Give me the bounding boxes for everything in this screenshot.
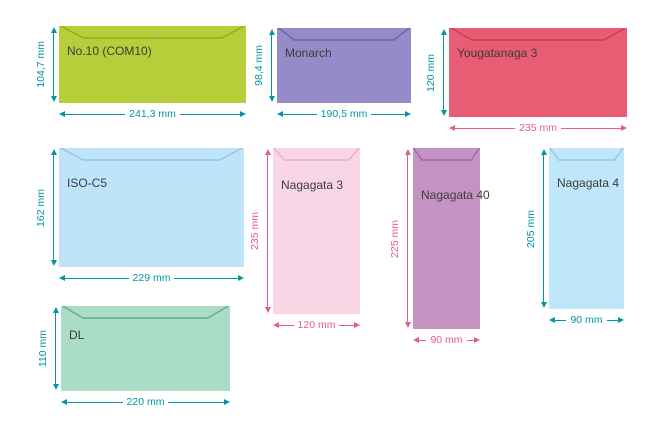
height-dimension: 120 mm — [424, 28, 449, 117]
width-dimension-label: 220 mm — [126, 396, 165, 408]
width-dimension: 190,5 mm — [277, 103, 411, 121]
envelope-isoc5-group: 162 mm ISO-C5 229 mm — [34, 148, 244, 285]
envelope-flap-icon — [59, 148, 244, 161]
right-arrowhead-icon — [618, 317, 624, 323]
vertical-arrow-icon — [402, 148, 413, 329]
envelope-shape: Nagagata 3 — [273, 148, 360, 314]
envelope-shape: Nagagata 4 — [549, 148, 624, 309]
height-dimension-label: 205 mm — [525, 209, 537, 248]
right-arrowhead-icon — [238, 275, 244, 281]
left-arrowhead-icon — [277, 111, 283, 117]
envelope-flap-icon — [61, 306, 230, 319]
height-dimension-label: 98,4 mm — [253, 45, 265, 86]
height-dimension: 235 mm — [248, 148, 273, 314]
width-dimension-label: 241,3 mm — [129, 108, 176, 120]
envelope-name: No.10 (COM10) — [67, 44, 152, 58]
vertical-arrow-icon — [266, 28, 277, 103]
width-dimension-label: 90 mm — [570, 314, 603, 326]
width-dimension: 90 mm — [413, 329, 480, 347]
envelope-nagagata3-group: 235 mm Nagagata 3 120 mm — [248, 148, 360, 332]
envelope-name: Monarch — [285, 46, 332, 60]
height-dimension-label: 235 mm — [249, 212, 261, 250]
height-dimension: 205 mm — [524, 148, 549, 309]
height-dimension: 98,4 mm — [252, 28, 277, 103]
height-dimension-label: 120 mm — [425, 53, 437, 92]
width-dimension: 220 mm — [61, 391, 230, 409]
height-dimension: 104,7 mm — [34, 26, 59, 103]
envelope-name: Nagagata 4 — [557, 176, 620, 190]
envelope-name: DL — [69, 328, 85, 342]
height-dimension: 162 mm — [34, 148, 59, 267]
envelope-name: ISO-C5 — [67, 176, 108, 190]
envelope-flap-icon — [59, 26, 246, 39]
left-arrowhead-icon — [549, 317, 555, 323]
envelope-shape: DL — [61, 306, 230, 391]
left-arrowhead-icon — [59, 111, 65, 117]
width-dimension: 241,3 mm — [59, 103, 246, 121]
left-arrowhead-icon — [413, 337, 419, 343]
width-dimension: 229 mm — [59, 267, 244, 285]
width-dimension: 235 mm — [449, 117, 627, 135]
width-dimension-label: 120 mm — [297, 319, 336, 331]
left-arrowhead-icon — [61, 399, 67, 405]
vertical-arrow-icon — [262, 148, 273, 314]
vertical-arrow-icon — [48, 148, 59, 267]
width-dimension-label: 235 mm — [519, 122, 557, 134]
envelope-flap-icon — [549, 148, 624, 161]
envelope-no10-group: 104,7 mm No.10 (COM10) 241,3 mm — [34, 26, 246, 121]
height-dimension-label: 104,7 mm — [35, 41, 47, 88]
vertical-arrow-icon — [538, 148, 549, 309]
envelope-monarch-group: 98,4 mm Monarch 190,5 mm — [252, 28, 411, 121]
vertical-arrow-icon — [438, 28, 449, 117]
vertical-arrow-icon — [48, 26, 59, 103]
right-arrowhead-icon — [224, 399, 230, 405]
left-arrowhead-icon — [449, 125, 455, 131]
envelope-shape: ISO-C5 — [59, 148, 244, 267]
right-arrowhead-icon — [354, 322, 360, 328]
envelope-name: Nagagata 40 — [421, 188, 490, 202]
right-arrowhead-icon — [621, 125, 627, 131]
vertical-arrow-icon — [50, 306, 61, 391]
envelope-nagagata40-group: 225 mm Nagagata 40 90 mm — [388, 148, 490, 347]
width-dimension-label: 90 mm — [430, 334, 463, 346]
envelope-flap-icon — [449, 28, 627, 41]
width-dimension: 90 mm — [549, 309, 624, 327]
envelope-yougatanaga3-group: 120 mm Yougatanaga 3 235 mm — [424, 28, 627, 135]
height-dimension-label: 110 mm — [37, 329, 49, 368]
width-dimension: 120 mm — [273, 314, 360, 332]
left-arrowhead-icon — [59, 275, 65, 281]
envelope-dl-group: 110 mm DL 220 mm — [36, 306, 230, 409]
right-arrowhead-icon — [405, 111, 411, 117]
height-dimension: 110 mm — [36, 306, 61, 391]
right-arrowhead-icon — [240, 111, 246, 117]
envelope-shape: Monarch — [277, 28, 411, 103]
height-dimension-label: 225 mm — [389, 219, 401, 258]
envelope-flap-icon — [273, 148, 360, 161]
envelope-nagagata4-group: 205 mm Nagagata 4 90 mm — [524, 148, 624, 327]
width-dimension-label: 190,5 mm — [320, 108, 368, 120]
envelope-flap-icon — [413, 148, 480, 161]
envelope-shape: Yougatanaga 3 — [449, 28, 627, 117]
height-dimension-label: 162 mm — [35, 188, 47, 227]
envelope-name: Yougatanaga 3 — [457, 46, 538, 60]
envelope-name: Nagagata 3 — [281, 178, 344, 192]
width-dimension-label: 229 mm — [132, 272, 171, 284]
right-arrowhead-icon — [474, 337, 480, 343]
height-dimension: 225 mm — [388, 148, 413, 329]
envelope-shape: Nagagata 40 — [413, 148, 490, 329]
envelope-flap-icon — [277, 28, 411, 41]
envelope-shape: No.10 (COM10) — [59, 26, 246, 103]
left-arrowhead-icon — [273, 322, 279, 328]
